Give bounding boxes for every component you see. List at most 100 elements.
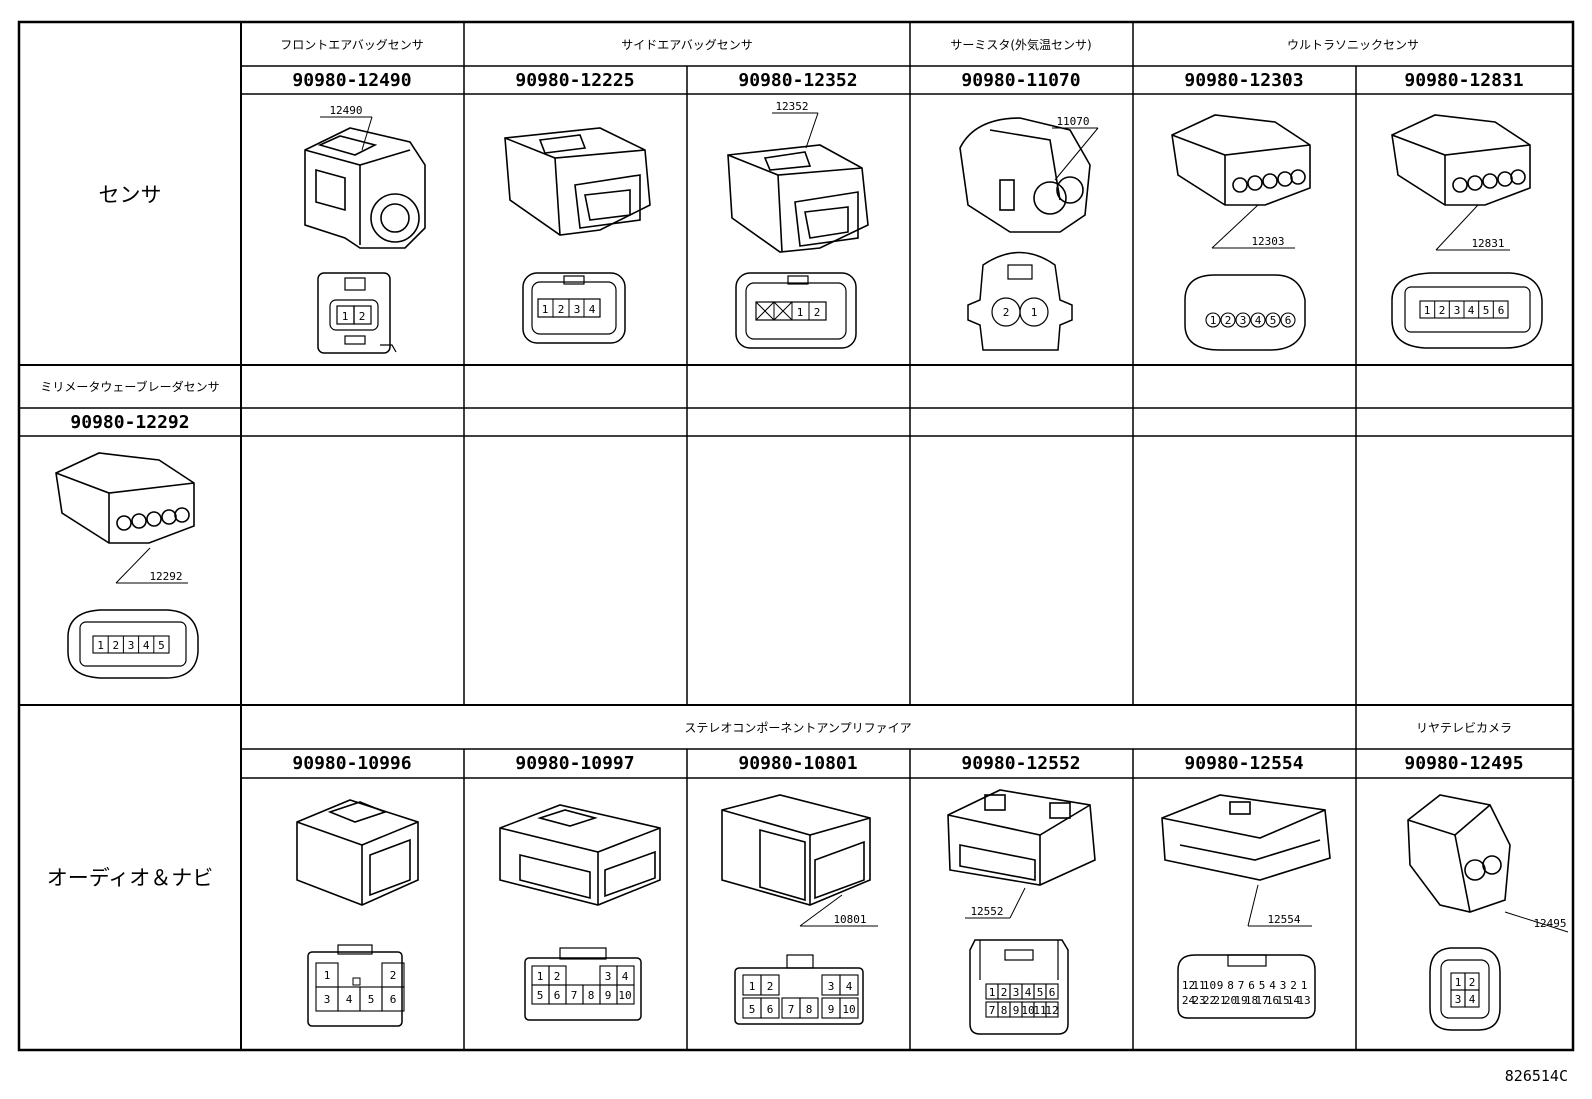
pin-label: 6: [390, 993, 397, 1006]
pin-label: 1: [97, 639, 104, 652]
pin-label: 9: [605, 989, 612, 1002]
pin-label: 3: [1455, 993, 1462, 1006]
pin-label: 4: [1255, 314, 1262, 327]
pin-label: 16: [1266, 994, 1279, 1007]
pin-label: 3: [574, 303, 581, 316]
pin-label: 4: [1468, 304, 1475, 317]
pin-label: 5: [1037, 986, 1044, 999]
connector-12303: 1 2 3 4 5 6 12303: [1171, 114, 1311, 351]
pin-label: 21: [1213, 994, 1226, 1007]
callout-label: 11070: [1056, 115, 1089, 128]
pin-label: 2: [1290, 979, 1297, 992]
connector-10996: 1 2 3 4 5 6: [296, 799, 419, 1027]
callout-label: 12831: [1471, 237, 1504, 250]
pin-label: 1: [1424, 304, 1431, 317]
pin-label: 10: [842, 1003, 855, 1016]
pin-label: 2: [1003, 306, 1010, 319]
pin-label: 2: [112, 639, 119, 652]
connector-12552: 1 2 3 4 5 6 7 8 9 10 11 12 12552: [947, 789, 1096, 1035]
pin-label: 12: [1182, 979, 1195, 992]
callout-label: 12303: [1251, 235, 1284, 248]
callout-label: 12352: [775, 100, 808, 113]
pin-label: 22: [1203, 994, 1216, 1007]
pin-label: 18: [1245, 994, 1258, 1007]
pin-label: 7: [571, 989, 578, 1002]
pin-label: 20: [1224, 994, 1237, 1007]
pin-label: 5: [537, 989, 544, 1002]
part-number-10996: 90980-10996: [292, 753, 411, 774]
pin-label: 6: [1248, 979, 1255, 992]
connector-12225: 1 2 3 4: [504, 127, 651, 344]
part-number-12495: 90980-12495: [1404, 753, 1523, 774]
pin-label: 1: [1455, 976, 1462, 989]
pin-label: 3: [1240, 314, 1247, 327]
connector-12352: 1 2 12352: [727, 100, 869, 349]
pin-label: 6: [1285, 314, 1292, 327]
callout-label: 12490: [329, 104, 362, 117]
pin-label: 24: [1182, 994, 1196, 1007]
connector-12490: 1 2 12490: [304, 104, 426, 354]
pin-label: 10: [618, 989, 631, 1002]
pin-label: 6: [554, 989, 561, 1002]
pin-label: 4: [589, 303, 596, 316]
pin-label: 7: [1238, 979, 1245, 992]
pin-label: 23: [1192, 994, 1205, 1007]
pin-label: 2: [767, 980, 774, 993]
pin-label: 5: [1483, 304, 1490, 317]
pin-label: 2: [814, 306, 821, 319]
pin-label: 2: [554, 970, 561, 983]
connector-12495: 1 2 3 4 12495: [1407, 794, 1569, 1031]
pin-label: 2: [1439, 304, 1446, 317]
pin-label: 5: [1259, 979, 1266, 992]
connector-12292: 1 2 3 4 5 12292: [55, 452, 199, 679]
connector-11070: 2 1 11070: [959, 115, 1099, 351]
pin-label: 13: [1297, 994, 1310, 1007]
pin-label: 12: [1045, 1004, 1058, 1017]
row-label-sensor: センサ: [99, 183, 162, 207]
part-number-12554: 90980-12554: [1184, 753, 1303, 774]
pin-label: 1: [1301, 979, 1308, 992]
category-rear-camera: リヤテレビカメラ: [1416, 721, 1512, 735]
pin-label: 8: [806, 1003, 813, 1016]
pin-label: 5: [368, 993, 375, 1006]
pin-label: 1: [537, 970, 544, 983]
pin-label: 6: [767, 1003, 774, 1016]
pin-label: 1: [342, 310, 349, 323]
pin-label: 2: [359, 310, 366, 323]
callout-label: 12495: [1533, 917, 1566, 930]
pin-label: 1: [749, 980, 756, 993]
pin-label: 8: [1227, 979, 1234, 992]
part-number-11070: 90980-11070: [961, 70, 1080, 91]
pin-label: 1: [797, 306, 804, 319]
category-stereo-amp: ステレオコンポーネントアンプリファイア: [684, 721, 911, 735]
part-number-12831: 90980-12831: [1404, 70, 1523, 91]
figure-reference: 826514C: [1505, 1067, 1568, 1085]
pin-label: 7: [989, 1004, 996, 1017]
table-grid: [17, 20, 1575, 1052]
pin-label: 10: [1021, 1004, 1034, 1017]
part-number-12292: 90980-12292: [70, 412, 189, 433]
part-number-10997: 90980-10997: [515, 753, 634, 774]
pin-label: 3: [1013, 986, 1020, 999]
pin-label: 4: [143, 639, 150, 652]
pin-label: 2: [1001, 986, 1008, 999]
pin-label: 1: [1210, 314, 1217, 327]
pin-label: 3: [1454, 304, 1461, 317]
pin-label: 11: [1192, 979, 1205, 992]
callout-label: 12554: [1267, 913, 1300, 926]
callout-label: 12552: [970, 905, 1003, 918]
pin-label: 6: [1498, 304, 1505, 317]
pin-label: 2: [390, 969, 397, 982]
part-number-10801: 90980-10801: [738, 753, 857, 774]
pin-label: 3: [324, 993, 331, 1006]
pin-label: 1: [1031, 306, 1038, 319]
pin-label: 4: [1469, 993, 1476, 1006]
pin-label: 3: [128, 639, 135, 652]
pin-label: 9: [1013, 1004, 1020, 1017]
pin-label: 5: [158, 639, 165, 652]
pin-label: 5: [749, 1003, 756, 1016]
pin-label: 11: [1033, 1004, 1046, 1017]
pin-label: 4: [846, 980, 853, 993]
pin-label: 4: [1269, 979, 1276, 992]
